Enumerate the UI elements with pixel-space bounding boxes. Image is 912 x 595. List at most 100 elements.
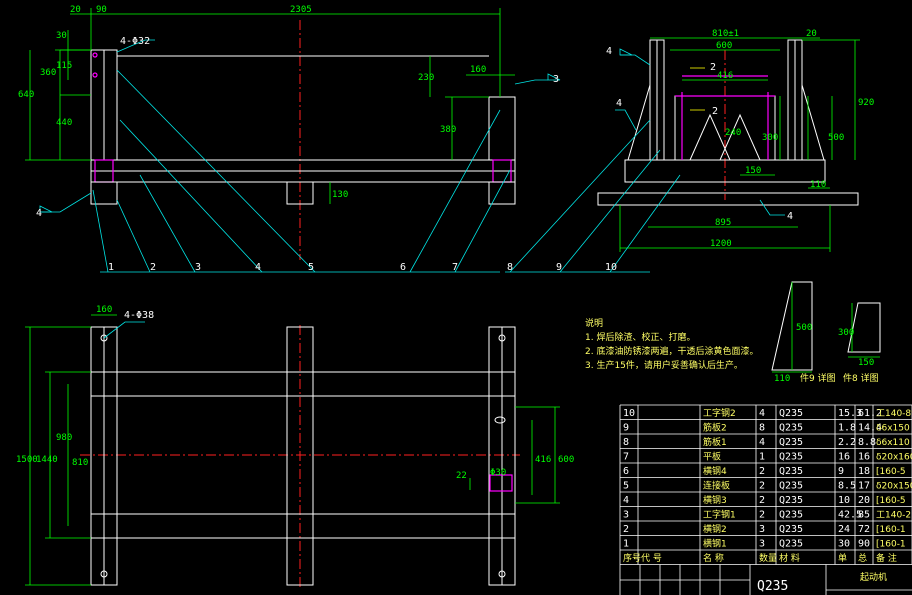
plan-center-hole [494, 416, 506, 424]
bom-cell: 2 [759, 466, 765, 477]
plan-view: 160 1500 1440 980 810 416 600 22 Φ30 4-Φ… [16, 305, 574, 590]
bom-cell: 筋板2 [703, 422, 727, 434]
plan-pad [489, 474, 513, 492]
bom-cell: 3 [623, 510, 629, 521]
plan-hole-bl [100, 570, 108, 578]
bom-cell: 8.8 [858, 437, 876, 448]
bom-cell: δ6x150 [876, 424, 910, 434]
side-base-plate [597, 192, 859, 206]
dim-160: 160 [470, 65, 486, 75]
bom-cell: 3 [759, 539, 765, 550]
bom-cell: 14.4 [858, 423, 882, 434]
technical-notes: 说明 1. 焊后除渣、校正、打磨。 2. 底漆油防锈漆两遍，干透后涂黄色面漆。 … [585, 317, 758, 371]
side-dim-lines [619, 37, 860, 252]
bom-cell: 17 [858, 481, 870, 492]
bom-cell: δ20x160 [876, 453, 912, 463]
detail-part-9: 500 110 件9 详图 [771, 281, 836, 384]
bom-cell: 61.2 [858, 408, 882, 419]
bom-cell: 4 [623, 495, 629, 506]
plan-dim-980: 980 [56, 433, 72, 443]
part-number-10: 10 [605, 262, 617, 273]
bom-header-cell: 备 注 [876, 552, 897, 564]
bom-cell: 8 [759, 423, 765, 434]
foot-right [488, 181, 516, 205]
bom-cell: 30 [838, 539, 850, 550]
plan-beam-top [90, 371, 516, 397]
weld-left-leader [40, 192, 92, 213]
bom-cell: 16 [838, 452, 850, 463]
front-dim-lines [25, 8, 515, 204]
plan-dim-lines [25, 314, 560, 586]
part-number-4: 4 [255, 262, 261, 273]
foot-mid [286, 181, 314, 205]
bom-cell: 1 [623, 539, 629, 550]
part-number-9: 9 [556, 262, 562, 273]
weld-right-mark: 3 [553, 74, 559, 85]
bom-cell: Q235 [779, 539, 803, 550]
weld-left-flag [39, 205, 53, 213]
bom-cell: 20 [858, 495, 870, 506]
bom-cell: 横钢3 [703, 494, 727, 506]
detail-9-label: 件9 详图 [800, 372, 836, 384]
dim-640: 640 [18, 90, 34, 100]
bom-cell: 筋板1 [703, 436, 727, 448]
notes-line-3: 3. 生产15件，请用户妥善确认后生产。 [585, 359, 743, 371]
dim-130: 130 [332, 190, 348, 200]
bom-cell: 2.2 [838, 437, 856, 448]
side-dim-500: 500 [828, 133, 844, 143]
detail-8-label: 件8 详图 [843, 372, 879, 384]
plan-hole-tr [498, 334, 506, 342]
bom-cell: 85 [858, 510, 870, 521]
plan-dim-600: 600 [558, 455, 574, 465]
side-view: 810±1 600 20 416 920 240 300 500 150 110… [505, 29, 874, 273]
bom-cell: 10 [838, 495, 850, 506]
plan-dim-416: 416 [535, 455, 551, 465]
side-dim-300: 300 [762, 133, 778, 143]
bom-header-cell: 材 料 [779, 552, 800, 564]
dim-380: 380 [440, 125, 456, 135]
detail-part-8: 300 150 件8 详图 [838, 302, 881, 384]
weld-right-flag [547, 73, 561, 81]
side-weld-5-leader [759, 199, 785, 216]
side-inner-brace-left [689, 113, 731, 161]
side-dim-600: 600 [716, 41, 732, 51]
bom-cell: 8 [623, 437, 629, 448]
bom-cell: [160-5 [876, 467, 906, 477]
part-number-1: 1 [108, 262, 114, 273]
dim-20: 20 [70, 5, 81, 15]
bom-cell: 42.5 [838, 510, 862, 521]
bom-cell: 2 [759, 481, 765, 492]
notes-line-2: 2. 底漆油防锈漆两遍，干透后涂黄色面漆。 [585, 345, 758, 357]
notes-title: 说明 [585, 317, 603, 329]
title-drawing-name: 起动机 [860, 571, 887, 583]
bom-cell: 工140-89 [876, 409, 912, 419]
right-post [488, 96, 516, 161]
part-number-7: 7 [452, 262, 458, 273]
bom-header-cell: 总 [858, 552, 867, 564]
left-post-hole-mid [92, 72, 98, 78]
plan-dim-22: 22 [456, 471, 467, 481]
part-leaders-front [92, 69, 511, 273]
bom-cell: 4 [759, 408, 765, 419]
side-dim-150: 150 [745, 166, 761, 176]
bom-cell: 1.8 [838, 423, 856, 434]
bom-cell: 6 [623, 466, 629, 477]
detail-9-dim-500: 500 [796, 323, 812, 333]
bom-cell: 16 [858, 452, 870, 463]
part-number-2: 2 [150, 262, 156, 273]
plan-hole-br [498, 570, 506, 578]
bom-header-cell: 名 称 [703, 552, 724, 564]
part-number-3: 3 [195, 262, 201, 273]
bom-cell: 2 [759, 510, 765, 521]
side-weld-1: 4 [606, 46, 612, 57]
weld-note-leader [116, 39, 155, 53]
bom-cell: 横钢4 [703, 465, 727, 477]
side-dim-810: 810±1 [712, 29, 739, 39]
bom-cell: 10 [623, 408, 635, 419]
bom-cell: Q235 [779, 495, 803, 506]
plan-dim-160: 160 [96, 305, 112, 315]
bom-table: 10工字钢24Q23515.361.2工140-899筋板28Q2351.814… [619, 404, 912, 595]
side-inner-brace-right [719, 113, 761, 161]
side-dim-240: 240 [725, 128, 741, 138]
